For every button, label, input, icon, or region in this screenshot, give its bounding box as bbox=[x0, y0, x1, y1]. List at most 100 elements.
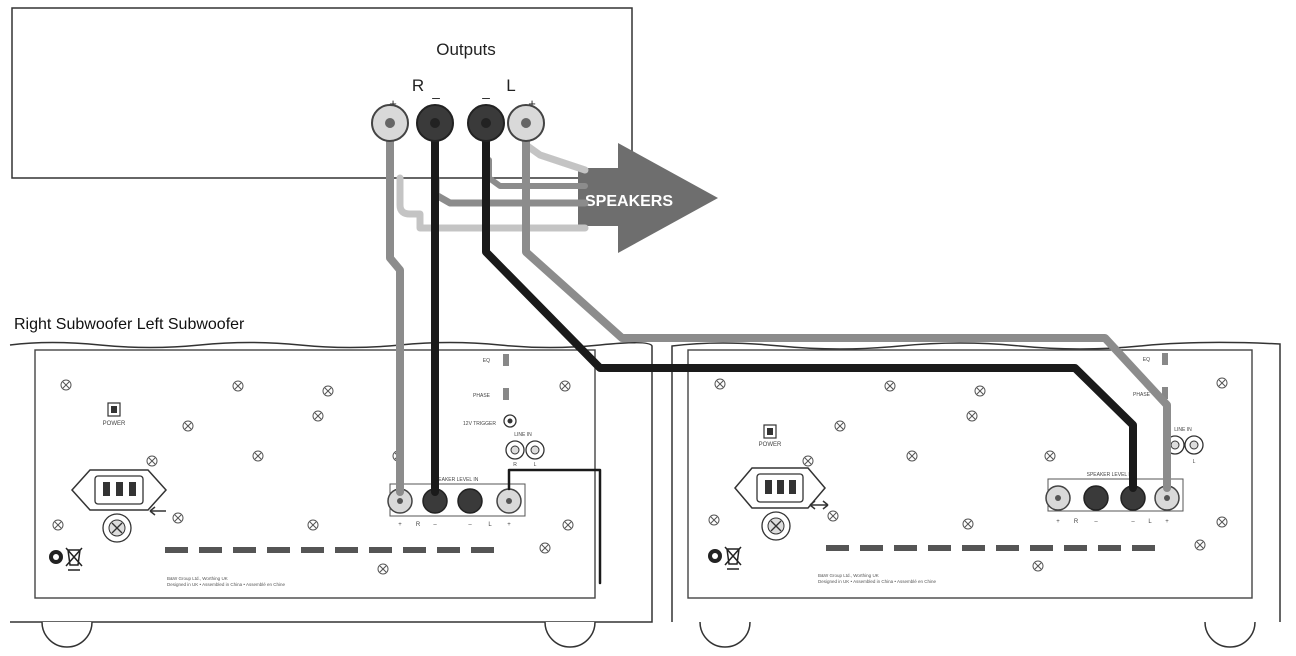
terminal-mark: – bbox=[433, 522, 437, 528]
iec-pin bbox=[777, 480, 784, 494]
fuse-arrow-icon bbox=[809, 500, 829, 510]
right-plus-mark: + bbox=[389, 96, 397, 111]
terminal-mark: R bbox=[416, 522, 421, 528]
right-subwoofer: POWER B&W Group Ltd., Worthing UK Design… bbox=[9, 341, 653, 648]
line-in-label: LINE IN bbox=[1174, 427, 1192, 433]
terminal-mark: R bbox=[1074, 519, 1079, 525]
cable-left-positive bbox=[522, 119, 1171, 492]
screw-icon bbox=[232, 380, 244, 392]
terminal-mark: L bbox=[1148, 519, 1152, 525]
terminal-mark: + bbox=[1056, 519, 1060, 525]
terminal-right-minus bbox=[1083, 485, 1109, 511]
phase-label: PHASE bbox=[1133, 392, 1151, 398]
subwoofers-heading: Right Subwoofer Left Subwoofer bbox=[14, 316, 245, 333]
iec-pin bbox=[765, 480, 772, 494]
terminal-mark: – bbox=[468, 522, 472, 528]
rca-jack-inner bbox=[1189, 440, 1199, 450]
eq-switch bbox=[503, 354, 509, 366]
eq-label: EQ bbox=[483, 358, 490, 364]
cables bbox=[386, 119, 1171, 585]
power-switch-icon-inner bbox=[111, 406, 117, 413]
screw-icon bbox=[834, 420, 846, 432]
power-label: POWER bbox=[103, 421, 126, 427]
left-subwoofer-foot-left bbox=[699, 621, 751, 648]
rca-jack-inner bbox=[510, 445, 520, 455]
screw-icon bbox=[60, 379, 72, 391]
fuse-holder-mark bbox=[111, 522, 123, 534]
amp-terminal-center bbox=[521, 118, 531, 128]
terminal-mark: + bbox=[398, 522, 402, 528]
terminal-center bbox=[506, 498, 512, 504]
eq-switch bbox=[1162, 353, 1168, 365]
right-subwoofer-foot-right bbox=[544, 621, 596, 648]
iec-pin bbox=[789, 480, 796, 494]
screw-icon bbox=[322, 385, 334, 397]
terminal-mark: + bbox=[507, 522, 511, 528]
power-switch-icon-inner bbox=[767, 428, 773, 435]
left-subwoofer-foot-right bbox=[1204, 621, 1256, 648]
cable-right-positive bbox=[386, 119, 404, 496]
iec-pin bbox=[103, 482, 110, 496]
manufacturer-label: B&W Group Ltd., Worthing UK bbox=[167, 576, 228, 581]
origin-label: Designed in UK • Assembled in China • As… bbox=[818, 579, 936, 584]
screw-icon bbox=[802, 455, 814, 467]
screw-icon bbox=[884, 380, 896, 392]
right-channel-label: R bbox=[412, 76, 424, 95]
trigger-label: 12V TRIGGER bbox=[463, 421, 496, 427]
weee-bin-icon bbox=[65, 547, 83, 571]
power-label: POWER bbox=[759, 442, 782, 448]
compliance-circle-inner bbox=[712, 553, 718, 559]
amplifier: Outputs R L + – – + bbox=[11, 7, 633, 179]
amp-terminal-center bbox=[430, 118, 440, 128]
fuse-arrow-icon bbox=[149, 506, 166, 516]
screw-icon bbox=[312, 410, 324, 422]
eq-label: EQ bbox=[1143, 357, 1150, 363]
speaker-cable-light-left bbox=[522, 141, 589, 174]
right-minus-mark: – bbox=[432, 89, 440, 105]
rca-jack-inner bbox=[530, 445, 540, 455]
phase-label: PHASE bbox=[473, 393, 491, 399]
origin-label: Designed in UK • Assembled in China • As… bbox=[167, 582, 285, 587]
phase-switch bbox=[1162, 387, 1168, 399]
rca-jack-inner bbox=[1170, 440, 1180, 450]
terminal-mark: + bbox=[1165, 519, 1169, 525]
screw-icon bbox=[962, 518, 974, 530]
rca-right-mark: R bbox=[513, 462, 517, 468]
screw-icon bbox=[182, 420, 194, 432]
screw-icon bbox=[539, 542, 551, 554]
screw-icon bbox=[252, 450, 264, 462]
screw-icon bbox=[974, 385, 986, 397]
rca-left-mark: L bbox=[534, 462, 537, 468]
screw-icon bbox=[1032, 560, 1044, 572]
terminal-center bbox=[397, 498, 403, 504]
screw-icon bbox=[377, 563, 389, 575]
amplifier-outputs bbox=[371, 104, 545, 142]
screw-icon bbox=[966, 410, 978, 422]
rca-left-mark: L bbox=[1193, 459, 1196, 465]
iec-pin bbox=[129, 482, 136, 496]
amp-terminal-center bbox=[481, 118, 491, 128]
speakers-arrow-shape bbox=[578, 143, 718, 253]
weee-bin-icon bbox=[724, 546, 742, 570]
left-subwoofer: POWER B&W Group Ltd., Worthing UK Design… bbox=[671, 341, 1281, 648]
screw-icon bbox=[714, 378, 726, 390]
terminal-center bbox=[1164, 495, 1170, 501]
screw-icon bbox=[172, 512, 184, 524]
speakers-arrow-label: SPEAKERS bbox=[585, 193, 673, 210]
left-plus-mark: + bbox=[528, 96, 536, 111]
screw-icon bbox=[52, 519, 64, 531]
compliance-circle-inner bbox=[53, 554, 59, 560]
left-minus-mark: – bbox=[482, 89, 490, 105]
screw-icon bbox=[146, 455, 158, 467]
screw-icon bbox=[906, 450, 918, 462]
screw-icon bbox=[1216, 377, 1228, 389]
left-channel-label: L bbox=[506, 76, 515, 95]
speakers-arrow: SPEAKERS bbox=[578, 143, 718, 253]
screw-icon bbox=[708, 514, 720, 526]
screw-icon bbox=[307, 519, 319, 531]
screw-icon bbox=[559, 380, 571, 392]
screw-icon bbox=[562, 519, 574, 531]
terminal-mark: L bbox=[488, 522, 492, 528]
speaker-cable-light bbox=[396, 174, 589, 232]
